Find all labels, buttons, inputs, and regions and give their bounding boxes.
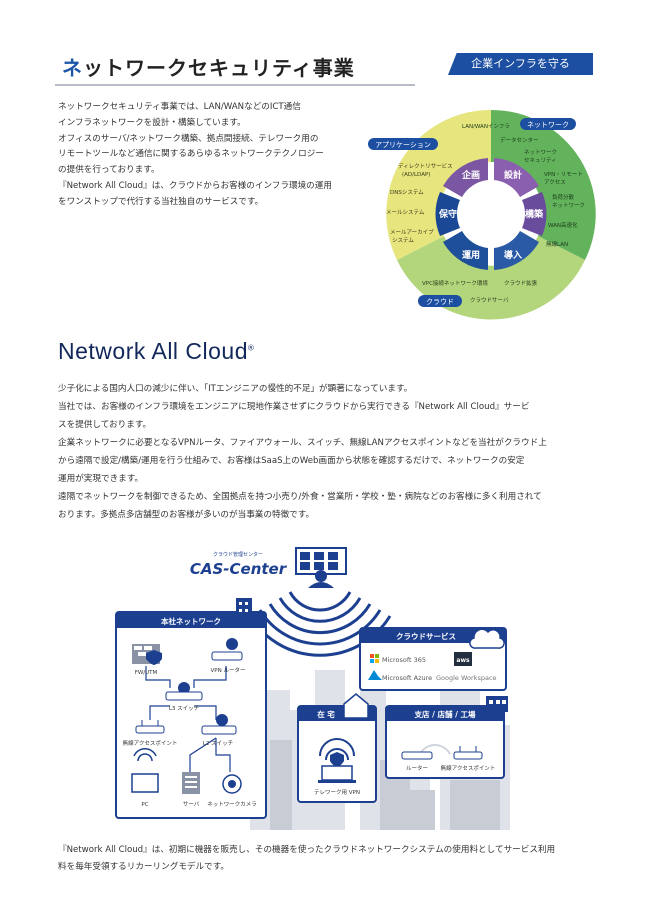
service-line: 運用が実現できます。 bbox=[58, 474, 144, 484]
network-all-cloud-diagram: クラウド管理センター CAS-Center 本社ネットワーク FW/UTM VP… bbox=[115, 547, 510, 830]
cloud-item: クラウドサーバ bbox=[470, 296, 509, 304]
stage-dounyu bbox=[494, 231, 539, 270]
section-title: ネットワークセキュリティ事業 bbox=[62, 52, 355, 81]
stage-label: 運用 bbox=[462, 250, 480, 261]
application-item: メールアーカイブ bbox=[390, 228, 434, 236]
stage-kouchiku bbox=[522, 192, 547, 236]
closing-line: 料を毎年受領するリカーリングモデルです。 bbox=[58, 862, 230, 872]
intro-line: 『Network All Cloud』は、クラウドからお客様のインフラ環境の運用 bbox=[58, 180, 332, 191]
home-vpn-label: テレワーク用 VPN bbox=[314, 789, 360, 796]
stage-label: 構築 bbox=[525, 208, 544, 220]
service-paragraph: 少子化による国内人口の減少に伴い、「ITエンジニアの慢性的不足」が顕著になってい… bbox=[58, 380, 547, 524]
branch-ap-label: 無線アクセスポイント bbox=[441, 764, 496, 772]
pc-label: PC bbox=[141, 802, 148, 808]
network-item: データセンター bbox=[500, 136, 539, 144]
service-line: 企業ネットワークに必要となるVPNルータ、ファイアウォール、スイッチ、無線LAN… bbox=[58, 438, 547, 448]
network-item: WAN高速化 bbox=[548, 221, 578, 229]
intro-line: をワンストップで代行する当社独自のサービスです。 bbox=[58, 196, 264, 207]
hq-ap-label: 無線アクセスポイント bbox=[123, 739, 178, 747]
section-badge: 企業インフラを守る bbox=[448, 53, 593, 75]
branch-panel: 支店 / 店舗 / 工場 ルーター 無線アクセスポイント bbox=[385, 705, 505, 779]
application-tag: アプリケーション bbox=[375, 141, 431, 149]
ms365-label: Microsoft 365 bbox=[382, 656, 426, 664]
service-line: 少子化による国内人口の減少に伴い、「ITエンジニアの慢性的不足」が顕著になってい… bbox=[58, 384, 413, 394]
fw-label: FW/UTM bbox=[135, 670, 158, 676]
closing-paragraph: 『Network All Cloud』は、初期に機器を販売し、その機器を使ったク… bbox=[58, 842, 555, 876]
network-item: LAN/WANインフラ bbox=[462, 123, 510, 130]
network-segment bbox=[491, 109, 596, 260]
network-item: 無線LAN bbox=[546, 240, 568, 248]
stage-sekkei bbox=[494, 158, 539, 197]
intro-line: オフィスのサーバ/ネットワーク構築、拠点間接続、テレワーク用の bbox=[58, 133, 319, 144]
microsoft-logo-icon bbox=[370, 654, 379, 663]
cas-center-name: CAS-Center bbox=[190, 560, 288, 578]
azure-logo-icon bbox=[368, 670, 382, 680]
l3-switch-label: L3 スイッチ bbox=[169, 705, 199, 712]
service-cycle-diagram: 企画 設計 構築 導入 運用 保守 LAN/WANインフラ データセンター ネッ… bbox=[368, 109, 596, 320]
branch-router-label: ルーター bbox=[406, 764, 428, 772]
section-title-first-char: ネ bbox=[62, 56, 83, 80]
service-line: 当社では、お客様のインフラ環境をエンジニアに現地作業させずにクラウドから実行でき… bbox=[58, 402, 530, 412]
stage-label: 設計 bbox=[504, 169, 522, 181]
hq-network-panel: 本社ネットワーク FW/UTM VPN ルーター L3 スイッチ 無線アクセスポ… bbox=[115, 598, 267, 819]
service-line: から遠隔で設定/構築/運用を行う仕組みで、お客様はSaaS上のWeb画面から状態… bbox=[58, 456, 525, 466]
vpn-router-label: VPN ルーター bbox=[211, 666, 246, 674]
cloud-services-title: クラウドサービス bbox=[396, 631, 456, 641]
stage-label: 導入 bbox=[504, 249, 522, 261]
cas-center-icon bbox=[295, 547, 347, 588]
l2-switch-label: L2 スイッチ bbox=[203, 740, 233, 747]
cloud-item: クラウド拡張 bbox=[504, 279, 538, 287]
intro-paragraph: ネットワークセキュリティ事業では、LAN/WANなどのICT通信 インフラネット… bbox=[58, 100, 332, 211]
cloud-services-panel: クラウドサービス Microsoft 365 aws Microsoft Azu… bbox=[359, 627, 507, 691]
intro-line: ネットワークセキュリティ事業では、LAN/WANなどのICT通信 bbox=[58, 102, 301, 112]
application-item: DNSシステム bbox=[390, 189, 424, 196]
application-item: (AD/LDAP) bbox=[402, 172, 430, 178]
aws-label: aws bbox=[456, 657, 470, 664]
section-title-rest: ットワークセキュリティ事業 bbox=[83, 56, 355, 80]
azure-label: Microsoft Azure bbox=[382, 674, 432, 682]
stage-unyou bbox=[443, 231, 488, 270]
registered-mark: ® bbox=[248, 343, 255, 353]
home-title: 在 宅 bbox=[317, 709, 335, 719]
application-item: メールシステム bbox=[386, 209, 425, 216]
camera-label: ネットワークカメラ bbox=[207, 801, 257, 808]
network-item: ネットワーク bbox=[552, 202, 585, 209]
service-line: スを提供しております。 bbox=[58, 420, 152, 430]
application-item: ディレクトリサービス bbox=[398, 162, 453, 170]
title-underline bbox=[55, 84, 415, 86]
network-item: ネットワーク bbox=[524, 149, 557, 156]
server-label: サーバ bbox=[183, 801, 200, 808]
branch-title: 支店 / 店舗 / 工場 bbox=[414, 709, 476, 719]
network-item: セキュリティ bbox=[524, 157, 557, 164]
intro-line: インフラネットワークを設計・構築しています。 bbox=[58, 117, 246, 128]
network-item: VPN・リモート bbox=[544, 171, 583, 178]
intro-line: リモートツールなど通信に関するあらゆるネットワークテクノロジー bbox=[58, 149, 324, 160]
home-panel: 在 宅 テレワーク用 VPN bbox=[297, 693, 377, 803]
application-item: システム bbox=[392, 237, 414, 244]
brand-logo: Network All Cloud® bbox=[58, 338, 254, 365]
cloud-item: VPC接続ネットワーク環境 bbox=[422, 279, 488, 287]
service-line: 遠隔でネットワークを制御できるため、全国拠点を持つ小売り/外食・営業所・学校・塾… bbox=[58, 492, 542, 502]
service-line: おります。多拠点多店舗型のお客様が多いのが当事業の特徴です。 bbox=[58, 510, 315, 520]
google-workspace-label: Google Workspace bbox=[436, 674, 497, 682]
closing-line: 『Network All Cloud』は、初期に機器を販売し、その機器を使ったク… bbox=[58, 845, 556, 855]
network-tag: ネットワーク bbox=[527, 121, 569, 129]
hq-title: 本社ネットワーク bbox=[160, 616, 221, 626]
stage-hoshu bbox=[435, 192, 460, 236]
cas-center-caption: クラウド管理センター bbox=[213, 551, 263, 558]
intro-line: の提供を行っております。 bbox=[58, 165, 160, 176]
brand-name: Network All Cloud bbox=[58, 338, 249, 364]
stage-label: 企画 bbox=[461, 169, 480, 181]
network-item: アクセス bbox=[544, 179, 566, 186]
stage-kikaku bbox=[443, 158, 488, 197]
cloud-tag: クラウド bbox=[426, 298, 454, 306]
network-item: 負荷分散 bbox=[552, 193, 575, 201]
stage-label: 保守 bbox=[438, 208, 457, 220]
